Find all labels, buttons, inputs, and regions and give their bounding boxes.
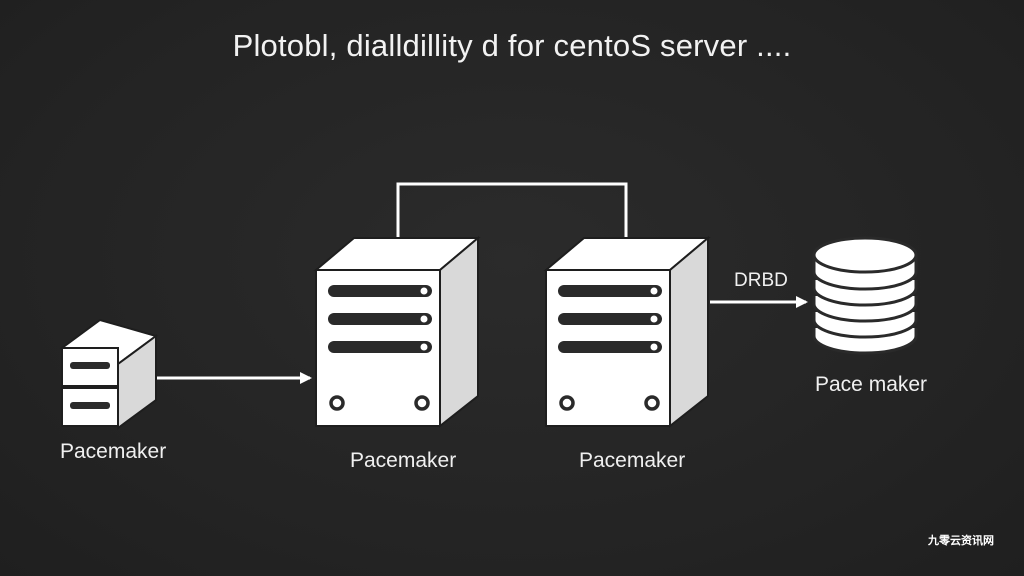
small-server-icon <box>59 318 159 430</box>
server-left-label: Pacemaker <box>350 449 457 472</box>
cluster-link-line <box>396 182 628 238</box>
server-right-icon <box>543 235 711 429</box>
server-left-icon <box>313 235 481 429</box>
small-server-label: Pacemaker <box>60 440 167 463</box>
diagram-title: Plotobl, dialldillity d for centoS serve… <box>232 28 792 63</box>
storage-label: Pace maker <box>815 373 928 396</box>
drbd-label: DRBD <box>734 270 788 291</box>
database-icon <box>812 236 918 355</box>
server-right-label: Pacemaker <box>579 449 686 472</box>
watermark: 九零云资讯网 <box>928 535 994 547</box>
